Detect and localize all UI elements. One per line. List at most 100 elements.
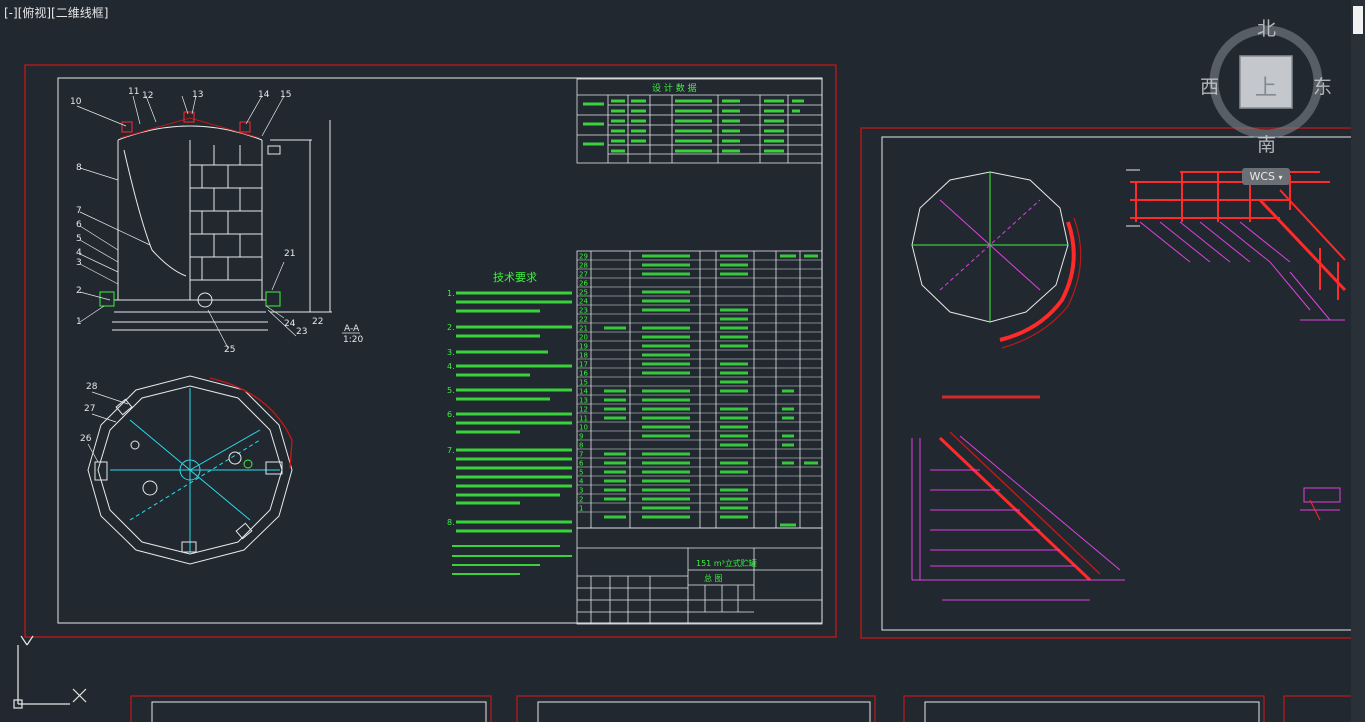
section-scale: 1:20 bbox=[343, 335, 363, 345]
callout-13: 13 bbox=[192, 90, 203, 100]
callout-1: 1 bbox=[76, 317, 82, 327]
tech-requirement-numbers: 1. 2. 3. 4. 5. 6. 7. 8. bbox=[447, 289, 455, 527]
callout-23: 23 bbox=[296, 327, 307, 337]
small-detail bbox=[1300, 487, 1341, 521]
section-marker: A-A 1:20 bbox=[342, 324, 363, 345]
compass-south[interactable]: 南 bbox=[1257, 134, 1277, 156]
platform-plan bbox=[911, 171, 1082, 349]
callout-22: 22 bbox=[312, 317, 323, 327]
parts-list-rows bbox=[577, 259, 822, 513]
parts-row-number: 21 bbox=[579, 325, 588, 333]
parts-row-number: 28 bbox=[579, 262, 588, 270]
callout-15: 15 bbox=[280, 90, 291, 100]
parts-row-number: 19 bbox=[579, 343, 588, 351]
callout-28: 28 bbox=[86, 382, 98, 392]
tank-plan-view bbox=[87, 375, 293, 565]
callout-6: 6 bbox=[76, 220, 82, 230]
parts-row-number: 18 bbox=[579, 352, 588, 360]
callout-10: 10 bbox=[70, 97, 82, 107]
section-label: A-A bbox=[344, 324, 360, 334]
svg-text:6.: 6. bbox=[447, 410, 455, 419]
parts-row-number: 7 bbox=[579, 451, 583, 459]
callout-11: 11 bbox=[128, 87, 139, 97]
parts-row-number: 12 bbox=[579, 406, 588, 414]
callout-4: 4 bbox=[76, 248, 82, 258]
svg-text:2.: 2. bbox=[447, 323, 455, 332]
view-cube[interactable]: 北 西 东 南 上 WCS ▾ bbox=[1200, 10, 1350, 185]
view-cube-top-face[interactable]: 上 bbox=[1255, 76, 1278, 101]
compass-west[interactable]: 西 bbox=[1200, 76, 1220, 98]
platform-elevation bbox=[1126, 169, 1347, 321]
compass-ring bbox=[1209, 25, 1323, 139]
parts-row-number: 22 bbox=[579, 316, 588, 324]
sheet-frame-right bbox=[860, 127, 1362, 639]
svg-text:8.: 8. bbox=[447, 518, 455, 527]
compass-east[interactable]: 东 bbox=[1313, 76, 1333, 98]
parts-row-number: 25 bbox=[579, 289, 588, 297]
plan-callout-labels: 28 27 26 bbox=[80, 382, 98, 444]
callout-26: 26 bbox=[80, 434, 92, 444]
stair-section bbox=[911, 431, 1125, 601]
parts-row-number: 4 bbox=[579, 478, 584, 486]
parts-row-number: 3 bbox=[579, 487, 583, 495]
parts-row-number: 26 bbox=[579, 280, 588, 288]
svg-text:5.: 5. bbox=[447, 386, 455, 395]
design-data-title: 设 计 数 据 bbox=[652, 82, 697, 94]
parts-list-table bbox=[576, 250, 823, 529]
callout-12: 12 bbox=[142, 91, 153, 101]
sheet-border-left bbox=[57, 77, 823, 624]
parts-row-number: 15 bbox=[579, 379, 588, 387]
viewport-controls-label[interactable]: [-][俯视][二维线框] bbox=[4, 6, 109, 20]
parts-row-number: 23 bbox=[579, 307, 588, 315]
callout-5: 5 bbox=[76, 234, 82, 244]
ucs-icon bbox=[13, 635, 87, 709]
parts-row-number: 16 bbox=[579, 370, 588, 378]
parts-row-number: 6 bbox=[579, 460, 584, 468]
parts-row-number: 11 bbox=[579, 415, 588, 423]
parts-row-number: 1 bbox=[579, 505, 583, 513]
callout-21: 21 bbox=[284, 249, 295, 259]
parts-row-number: 20 bbox=[579, 334, 588, 342]
parts-row-number: 10 bbox=[579, 424, 588, 432]
svg-text:1.: 1. bbox=[447, 289, 455, 298]
callout-24: 24 bbox=[284, 319, 296, 329]
design-data-entries bbox=[583, 99, 804, 153]
parts-row-number: 9 bbox=[579, 433, 583, 441]
parts-list-text bbox=[604, 254, 818, 527]
scrollbar-thumb[interactable] bbox=[1353, 6, 1363, 34]
parts-row-number: 24 bbox=[579, 298, 588, 306]
title-block bbox=[576, 527, 823, 625]
wcs-label: WCS bbox=[1249, 170, 1276, 183]
callout-leaders bbox=[76, 95, 297, 349]
elevation-callout-labels: 10 11 12 13 14 15 8 7 6 5 4 3 2 1 21 22 … bbox=[70, 87, 323, 355]
svg-text:7.: 7. bbox=[447, 446, 455, 455]
tank-elevation bbox=[99, 111, 332, 331]
parts-row-number: 14 bbox=[579, 388, 588, 396]
callout-14: 14 bbox=[258, 90, 270, 100]
title-block-name: 151 m³立式贮罐 bbox=[696, 558, 757, 568]
parts-row-number: 13 bbox=[579, 397, 588, 405]
parts-list-row-numbers: 2928272625242322212019181716151413121110… bbox=[579, 253, 588, 513]
callout-7: 7 bbox=[76, 206, 82, 216]
parts-row-number: 27 bbox=[579, 271, 588, 279]
title-block-sub: 总 图 bbox=[704, 573, 723, 583]
parts-row-number: 5 bbox=[579, 469, 583, 477]
vertical-scrollbar[interactable] bbox=[1351, 0, 1365, 722]
wcs-menu-button[interactable]: WCS ▾ bbox=[1242, 168, 1290, 185]
parts-row-number: 29 bbox=[579, 253, 588, 261]
chevron-down-icon: ▾ bbox=[1278, 173, 1283, 182]
callout-25: 25 bbox=[224, 345, 235, 355]
svg-text:3.: 3. bbox=[447, 348, 455, 357]
parts-row-number: 2 bbox=[579, 496, 583, 504]
callout-27: 27 bbox=[84, 404, 95, 414]
tech-requirements-title: 技术要求 bbox=[493, 271, 537, 284]
callout-2: 2 bbox=[76, 286, 82, 296]
bottom-sheet-frames bbox=[130, 695, 1365, 722]
svg-text:4.: 4. bbox=[447, 362, 455, 371]
parts-row-number: 17 bbox=[579, 361, 588, 369]
sheet-frame-left bbox=[24, 64, 837, 638]
compass-north[interactable]: 北 bbox=[1257, 18, 1277, 40]
callout-8: 8 bbox=[76, 163, 82, 173]
callout-3: 3 bbox=[76, 258, 82, 268]
